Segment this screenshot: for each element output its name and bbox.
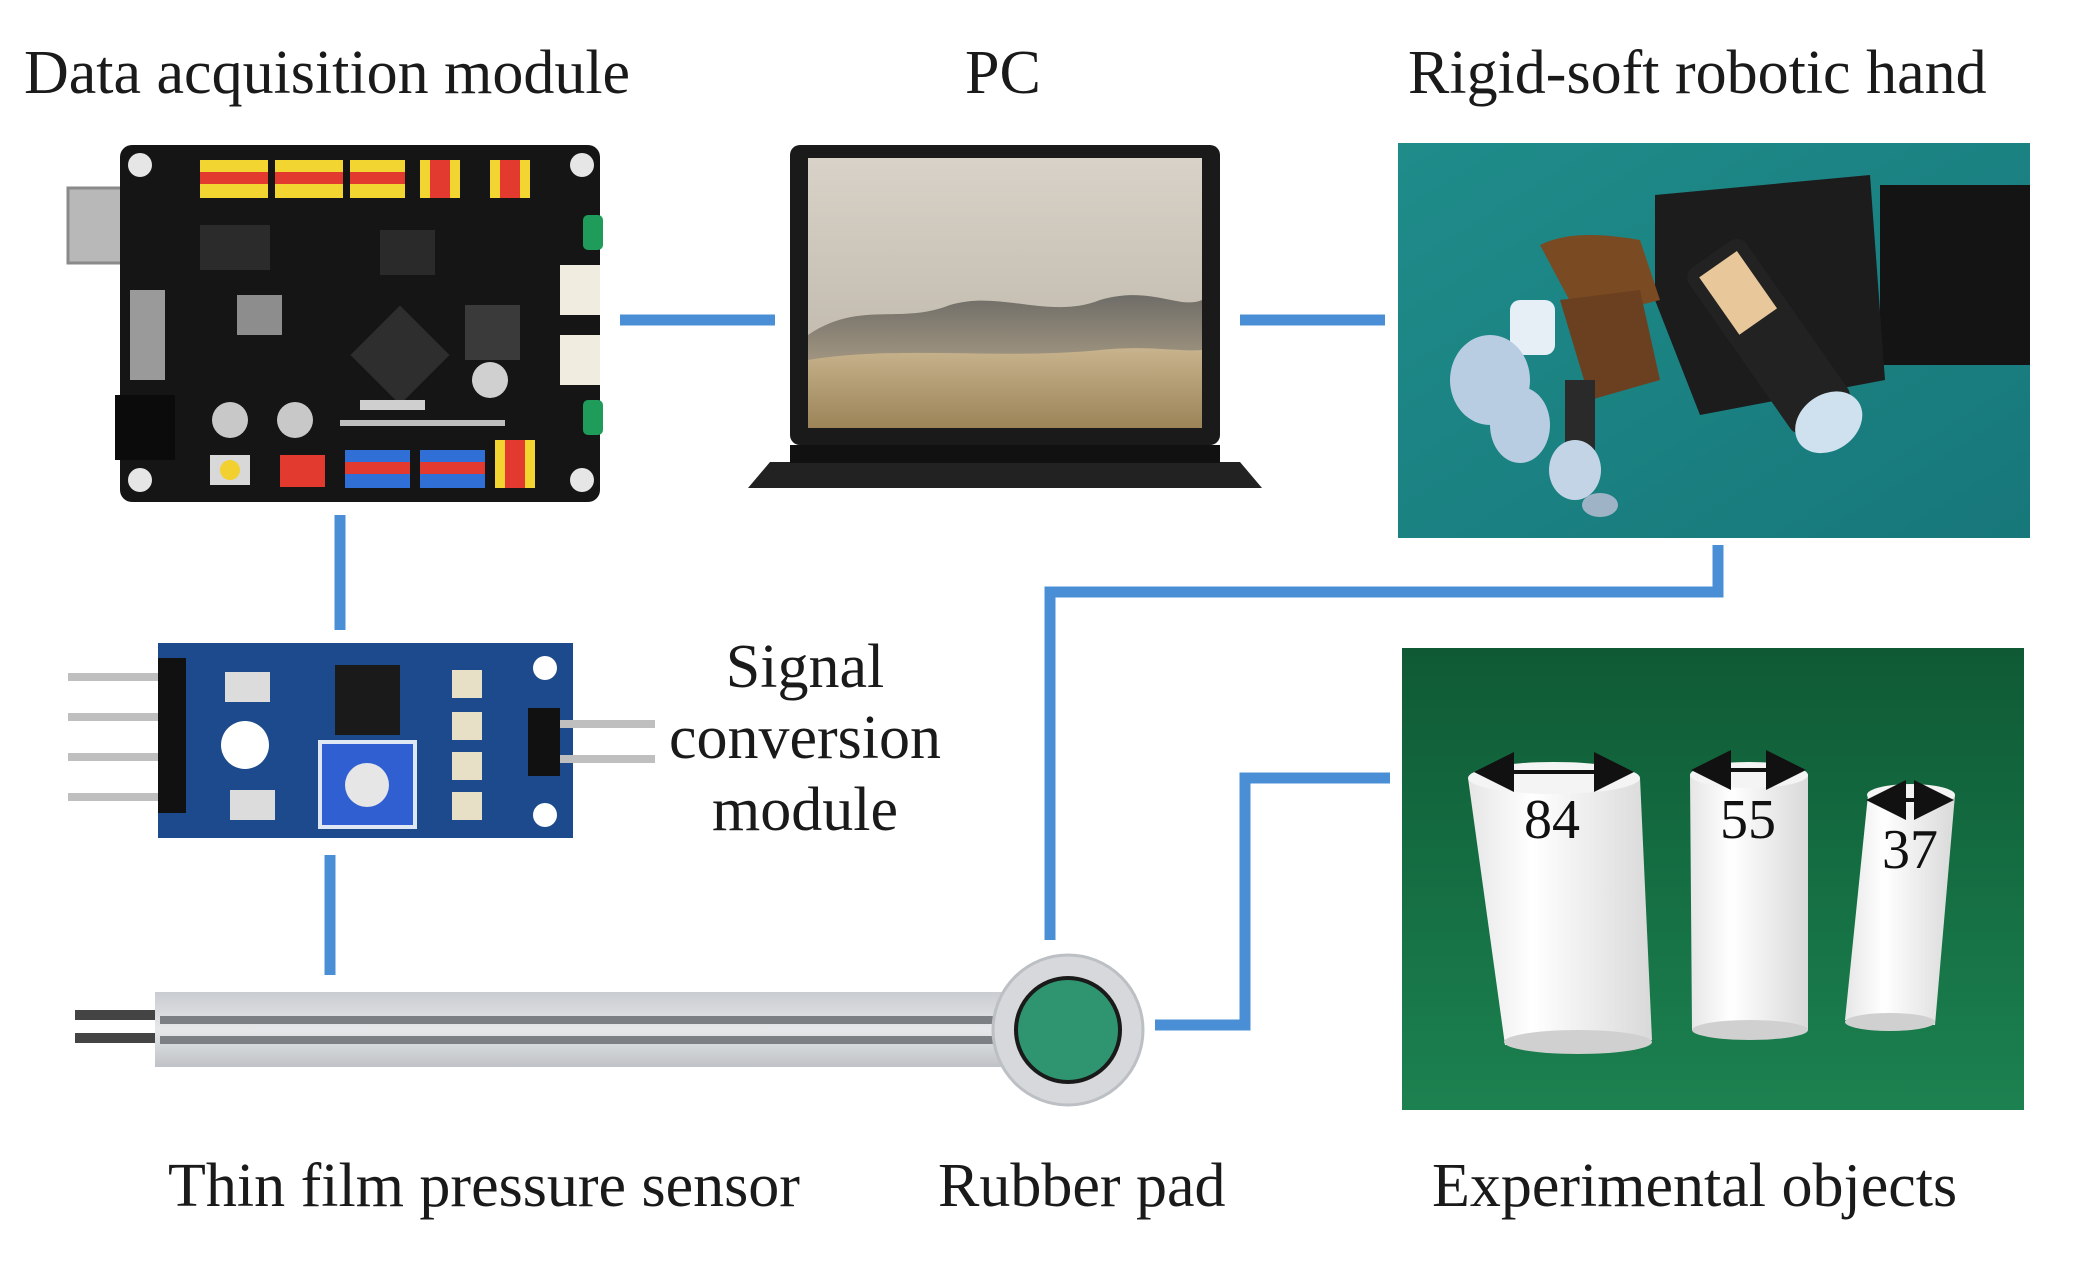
sensor-strip: [155, 992, 1035, 1067]
dimension-label-55: 55: [1720, 789, 1776, 851]
pressure-sensor: [75, 953, 1145, 1107]
dimension-arrows: [1474, 750, 1954, 820]
label-thin-film-pressure-sensor: Thin film pressure sensor: [168, 1152, 800, 1220]
signal-conversion-board: [68, 643, 655, 838]
header-pins-bottom: [280, 440, 535, 488]
mount-hole: [221, 721, 269, 769]
label-pc: PC: [965, 39, 1041, 107]
label-signal-line-3: module: [712, 775, 898, 844]
experimental-objects-photo: 84 55 37: [1402, 648, 2024, 1110]
dimension-label-37: 37: [1882, 819, 1938, 881]
label-signal-conversion-module: Signal conversion module: [650, 632, 960, 846]
header-pins-top: [200, 160, 530, 198]
connector-hand-rubber: [1044, 545, 1724, 940]
label-experimental-objects: Experimental objects: [1432, 1152, 1958, 1220]
label-rubber-pad: Rubber pad: [938, 1152, 1226, 1220]
data-acquisition-board: [66, 145, 603, 502]
connector-rubber-objects: [1155, 772, 1390, 1031]
label-robotic-hand: Rigid-soft robotic hand: [1408, 39, 1987, 107]
left-pins: [68, 673, 163, 801]
robotic-fingers: [1450, 235, 1660, 517]
dimension-label-84: 84: [1524, 789, 1580, 851]
connector-lines: [324, 314, 1724, 1031]
rubber-pad: [1014, 976, 1122, 1084]
label-signal-line-2: conversion: [668, 704, 942, 773]
laptop-base: [748, 462, 1262, 488]
robotic-hand-photo: [1398, 143, 2030, 538]
laptop-pc: [748, 145, 1262, 488]
right-pins: [560, 720, 655, 763]
label-signal-line-1: Signal: [725, 633, 885, 701]
label-data-acquisition-module: Data acquisition module: [24, 39, 631, 107]
sensor-leads: [75, 1010, 205, 1020]
power-jack: [115, 395, 175, 460]
